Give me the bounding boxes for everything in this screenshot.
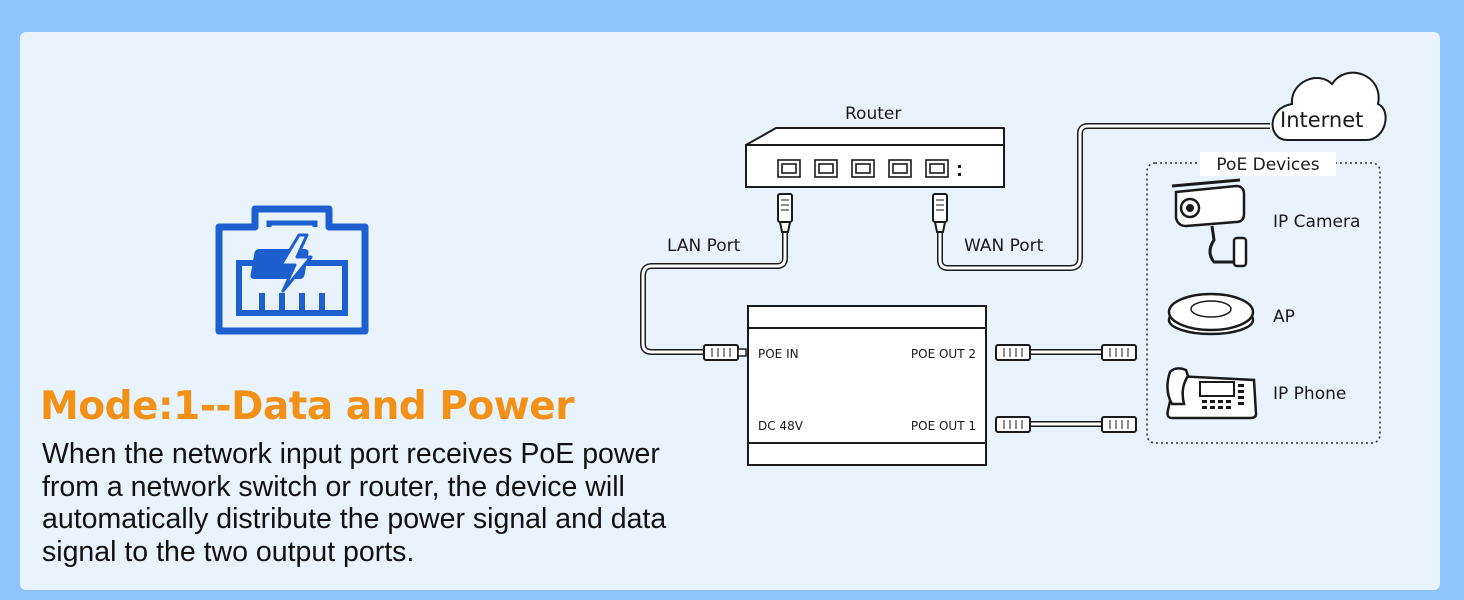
poe-splitter-box	[747, 305, 987, 466]
ap-label: AP	[1273, 307, 1295, 327]
camera-icon	[1171, 178, 1248, 268]
lan-plug-icon	[777, 193, 793, 233]
lan-port-label: LAN Port	[667, 236, 741, 256]
poe-out-2-cable	[995, 344, 1137, 361]
poe-out-1-cable	[995, 416, 1137, 433]
poe-port-lightning-icon	[215, 205, 369, 335]
poe-out-2-label: POE OUT 2	[911, 347, 976, 361]
wan-port-label: WAN Port	[964, 236, 1044, 256]
poe-in-plug-icon	[703, 344, 747, 361]
router-icon	[745, 127, 1005, 188]
poe-in-label: POE IN	[758, 347, 799, 361]
poe-devices-title: PoE Devices	[1216, 155, 1319, 175]
dc-48v-label: DC 48V	[758, 419, 804, 433]
internet-cloud-icon	[1271, 71, 1387, 141]
mode-description: When the network input port receives PoE…	[42, 438, 667, 568]
poe-out-1-label: POE OUT 1	[911, 419, 976, 433]
poe-devices-group	[1146, 162, 1381, 444]
access-point-icon	[1167, 292, 1255, 336]
poe-devices-title-bg	[1200, 152, 1336, 176]
ip-phone-icon	[1166, 367, 1258, 420]
router-label: Router	[845, 104, 901, 124]
ip-phone-label: IP Phone	[1273, 384, 1346, 404]
internet-label: Internet	[1280, 108, 1363, 132]
mode-title: Mode:1--Data and Power	[40, 384, 574, 429]
wan-plug-icon	[932, 193, 948, 233]
ip-camera-label: IP Camera	[1273, 212, 1360, 232]
